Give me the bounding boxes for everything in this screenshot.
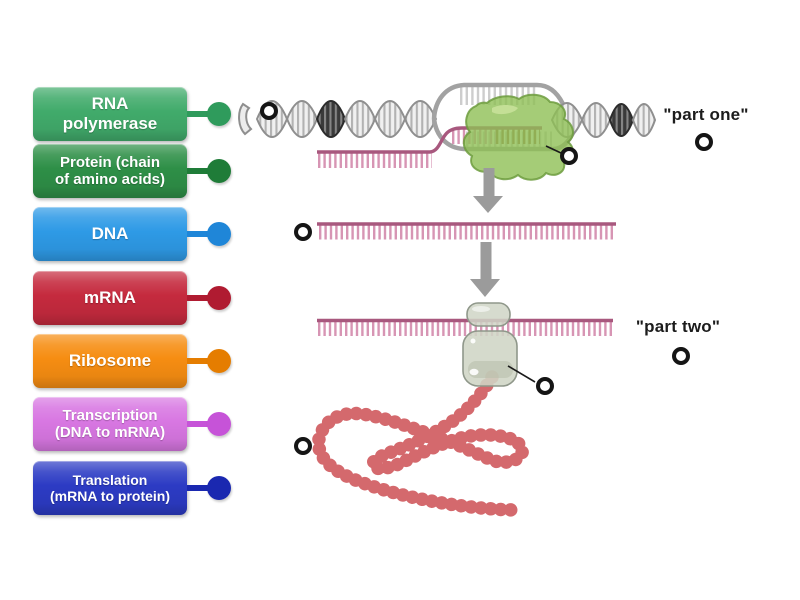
part-two-label: "part two" — [635, 317, 721, 336]
label-text: DNA — [91, 224, 129, 244]
pin-connector — [187, 102, 231, 126]
pointer-line-polymerase — [545, 145, 562, 154]
answer-point-bead-chain[interactable] — [293, 436, 312, 455]
label-tile-protein[interactable]: Protein (chain of amino acids) — [33, 144, 231, 198]
polymerase-blob — [462, 93, 574, 181]
label-text: Translation (mRNA to protein) — [49, 471, 171, 504]
label-text: Transcription (DNA to mRNA) — [54, 406, 166, 441]
dark-segment — [315, 100, 347, 138]
label-tile-rna-polymerase[interactable]: RNA polymerase — [33, 87, 231, 141]
part-one-label: "part one" — [663, 105, 749, 124]
helix-fragment — [238, 102, 253, 136]
answer-point-mid-strand[interactable] — [293, 222, 312, 241]
dna-double-helix-graphic — [238, 82, 657, 152]
label-tile-mrna[interactable]: mRNA — [33, 271, 231, 325]
label-text: RNA polymerase — [62, 94, 158, 133]
pin-connector — [187, 286, 231, 310]
polymerase-highlight — [492, 105, 518, 115]
protein-chain-graphic — [311, 370, 529, 517]
label-tile-translation[interactable]: Translation (mRNA to protein) — [33, 461, 231, 515]
answer-point-helix[interactable] — [259, 101, 278, 120]
label-tile-transcription[interactable]: Transcription (DNA to mRNA) — [33, 397, 231, 451]
dark-segment-right — [608, 103, 635, 137]
pin-connector — [187, 159, 231, 183]
mrna-strand-bottom-graphic — [317, 318, 613, 336]
label-tile-ribosome[interactable]: Ribosome — [33, 334, 231, 388]
label-text: Protein (chain of amino acids) — [54, 153, 166, 188]
pointer-line-ribosome — [507, 365, 536, 383]
pin-connector — [187, 222, 231, 246]
answer-point-part-one[interactable] — [694, 132, 713, 151]
arrow-down-1 — [473, 168, 503, 213]
amino-acid-beads — [311, 370, 529, 517]
label-text: mRNA — [84, 288, 136, 308]
ribosome-small-subunit — [466, 302, 511, 327]
answer-point-ribosome[interactable] — [535, 376, 554, 395]
answer-point-polymerase[interactable] — [559, 146, 578, 165]
arrow-down-2 — [470, 242, 500, 297]
label-text: Ribosome — [68, 351, 152, 371]
rna-polymerase-graphic — [462, 93, 574, 181]
answer-point-part-two[interactable] — [671, 346, 690, 365]
pin-connector — [187, 349, 231, 373]
pin-connector — [187, 412, 231, 436]
pin-connector — [187, 476, 231, 500]
mrna-strand-middle-graphic — [317, 222, 616, 240]
label-tile-dna[interactable]: DNA — [33, 207, 231, 261]
ribosome-graphic — [462, 302, 518, 387]
